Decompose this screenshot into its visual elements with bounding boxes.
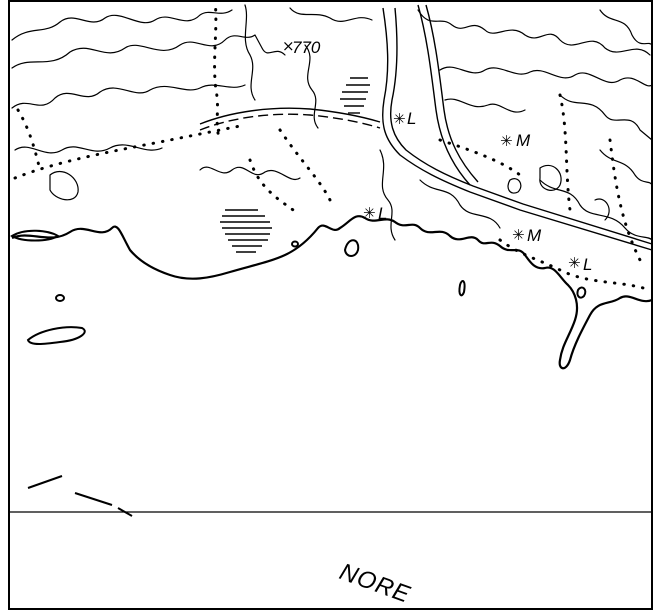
svg-text:✳: ✳ [363, 204, 376, 222]
spot-height-symbol: × [282, 37, 295, 55]
svg-text:L: L [583, 255, 592, 274]
svg-text:L: L [378, 204, 387, 223]
roads [199, 4, 653, 251]
svg-text:L: L [407, 109, 416, 128]
svg-text:M: M [516, 131, 531, 150]
contour-lines [11, 4, 653, 241]
site-marker: ✳ L [363, 204, 387, 223]
site-marker: ✳ M [512, 226, 542, 245]
svg-text:✳: ✳ [568, 254, 581, 272]
marsh-hatching [220, 77, 370, 253]
dotted-trails [13, 0, 652, 292]
svg-text:✳: ✳ [393, 110, 406, 128]
site-marker: ✳ L [393, 109, 416, 128]
site-marker: ✳ M [500, 131, 531, 150]
shoreline [11, 215, 653, 370]
svg-text:M: M [527, 226, 542, 245]
site-marker: ✳ L [568, 254, 592, 274]
islands [10, 229, 587, 345]
svg-text:✳: ✳ [512, 226, 525, 244]
map-border [8, 0, 653, 610]
svg-text:✳: ✳ [500, 132, 513, 150]
boundary-dashes [27, 475, 133, 517]
elevation-label: 770 [292, 38, 321, 57]
